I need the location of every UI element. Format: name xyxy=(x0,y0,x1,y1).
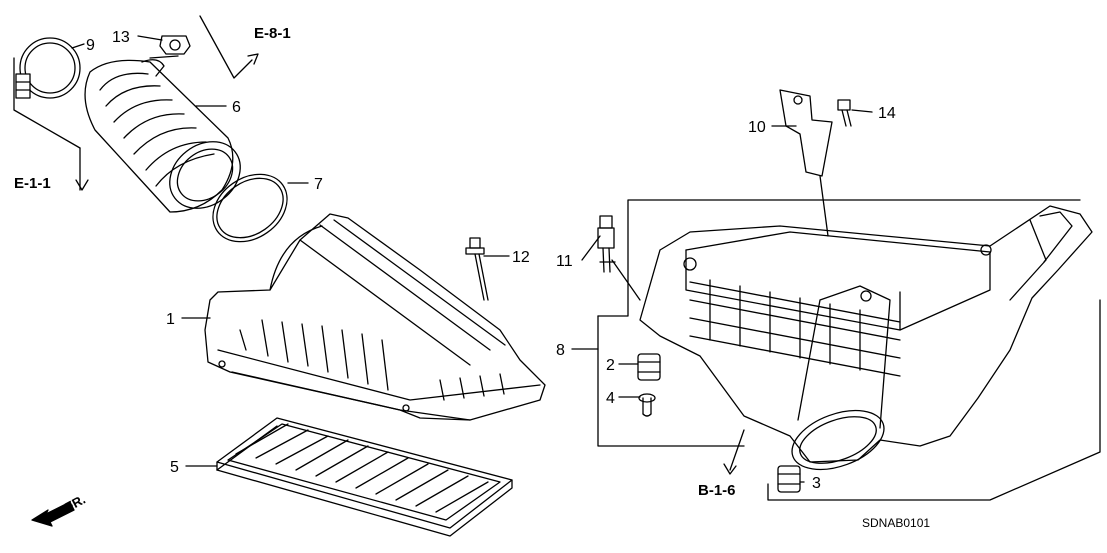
callout-2: 2 xyxy=(606,357,615,374)
intake-tube xyxy=(84,59,241,213)
housing-grid xyxy=(689,279,901,377)
reference-arrows xyxy=(75,15,745,475)
callout-14: 14 xyxy=(878,105,896,122)
callout-1: 1 xyxy=(166,311,175,328)
callout-4: 4 xyxy=(606,390,615,407)
air-cleaner-housing xyxy=(639,205,1093,471)
bracket-bolt xyxy=(837,99,852,127)
filter-pleats xyxy=(235,423,489,513)
ref-e-1-1: E-1-1 xyxy=(14,175,51,192)
callout-6: 6 xyxy=(232,99,241,116)
air-filter xyxy=(216,417,513,537)
leader-lines xyxy=(71,35,873,483)
group-frame xyxy=(13,57,1101,501)
callout-13: 13 xyxy=(112,29,130,46)
diagram-code: SDNAB0101 xyxy=(862,516,930,530)
hose-clamp xyxy=(15,37,81,99)
callout-10: 10 xyxy=(748,119,766,136)
front-arrow-icon xyxy=(31,501,75,527)
housing-bolt xyxy=(597,215,616,273)
callout-7: 7 xyxy=(314,176,323,193)
callout-11: 11 xyxy=(556,253,573,270)
air-cleaner-cover xyxy=(204,213,546,421)
grommet-lower xyxy=(777,465,801,493)
cover-ribs xyxy=(239,319,505,401)
mounting-pin xyxy=(638,393,656,417)
ref-b-1-6: B-1-6 xyxy=(698,482,736,499)
hose-clip xyxy=(149,35,191,59)
cover-bolt xyxy=(465,237,489,301)
callout-3: 3 xyxy=(812,475,821,492)
callout-5: 5 xyxy=(170,459,179,476)
grommet-upper xyxy=(637,353,661,381)
callout-12: 12 xyxy=(512,249,530,266)
housing-bracket xyxy=(779,89,833,177)
seal-ring xyxy=(212,173,288,243)
ref-e-8-1: E-8-1 xyxy=(254,25,291,42)
callout-8: 8 xyxy=(556,342,565,359)
callout-9: 9 xyxy=(86,37,95,54)
